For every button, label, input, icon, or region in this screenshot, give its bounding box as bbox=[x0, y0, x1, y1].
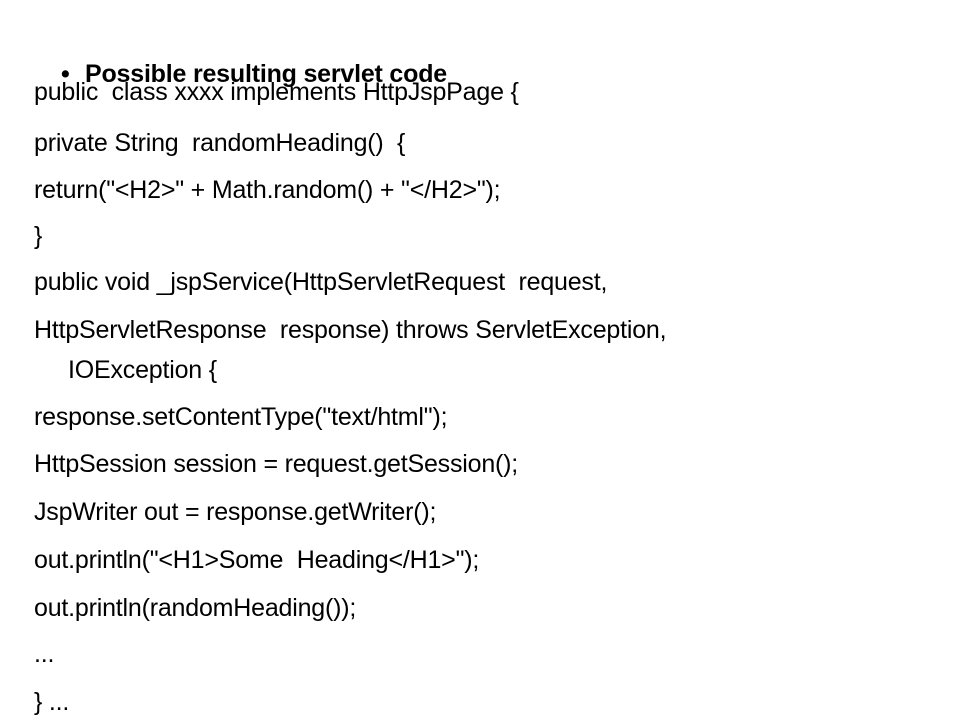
code-line: HttpServletResponse response) throws Ser… bbox=[34, 316, 667, 344]
code-line: } ... bbox=[34, 688, 70, 716]
code-line: private String randomHeading() { bbox=[34, 129, 406, 157]
code-line: return("<H2>" + Math.random() + "</H2>")… bbox=[34, 176, 501, 204]
code-line: public void _jspService(HttpServletReque… bbox=[34, 268, 608, 296]
code-line: out.println("<H1>Some Heading</H1>"); bbox=[34, 546, 480, 574]
code-line: ... bbox=[34, 640, 55, 668]
code-line: IOException { bbox=[68, 356, 217, 384]
slide-heading: • Possible resulting servlet code bbox=[34, 26, 447, 122]
heading-text: Possible resulting servlet code bbox=[84, 60, 447, 88]
code-line: public class xxxx implements HttpJspPage… bbox=[34, 78, 519, 106]
code-line: response.setContentType("text/html"); bbox=[34, 403, 448, 431]
code-line: } bbox=[34, 222, 43, 250]
code-line: out.println(randomHeading()); bbox=[34, 594, 357, 622]
bullet-icon: • bbox=[60, 60, 70, 88]
code-line: HttpSession session = request.getSession… bbox=[34, 450, 519, 478]
code-line: JspWriter out = response.getWriter(); bbox=[34, 498, 437, 526]
